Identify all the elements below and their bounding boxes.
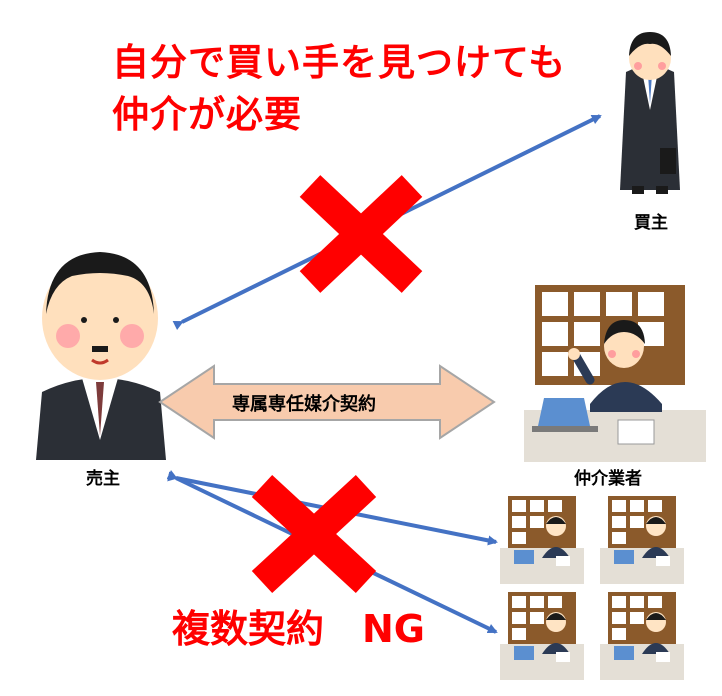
agent-main-figure <box>524 285 706 462</box>
agent-mini-3 <box>500 592 584 680</box>
agent-mini-1 <box>500 496 584 584</box>
small-agent-figures <box>500 496 684 680</box>
seller-label: 売主 <box>86 469 120 489</box>
seller-figure <box>36 252 166 460</box>
agent-label: 仲介業者 <box>574 469 642 489</box>
contract-double-arrow <box>158 364 496 440</box>
x-mark-bottom <box>251 474 377 594</box>
x-mark-top <box>299 175 423 293</box>
multi-contract-ng-label: 複数契約 NG <box>172 607 425 651</box>
agent-mini-2 <box>600 496 684 584</box>
warning-title-line-1: 自分で買い手を見つけても <box>112 41 567 84</box>
warning-title-line-2: 仲介が必要 <box>112 93 302 136</box>
buyer-label: 買主 <box>634 213 668 233</box>
buyer-figure <box>620 32 680 194</box>
agent-mini-4 <box>600 592 684 680</box>
contract-label: 専属専任媒介契約 <box>232 394 376 415</box>
